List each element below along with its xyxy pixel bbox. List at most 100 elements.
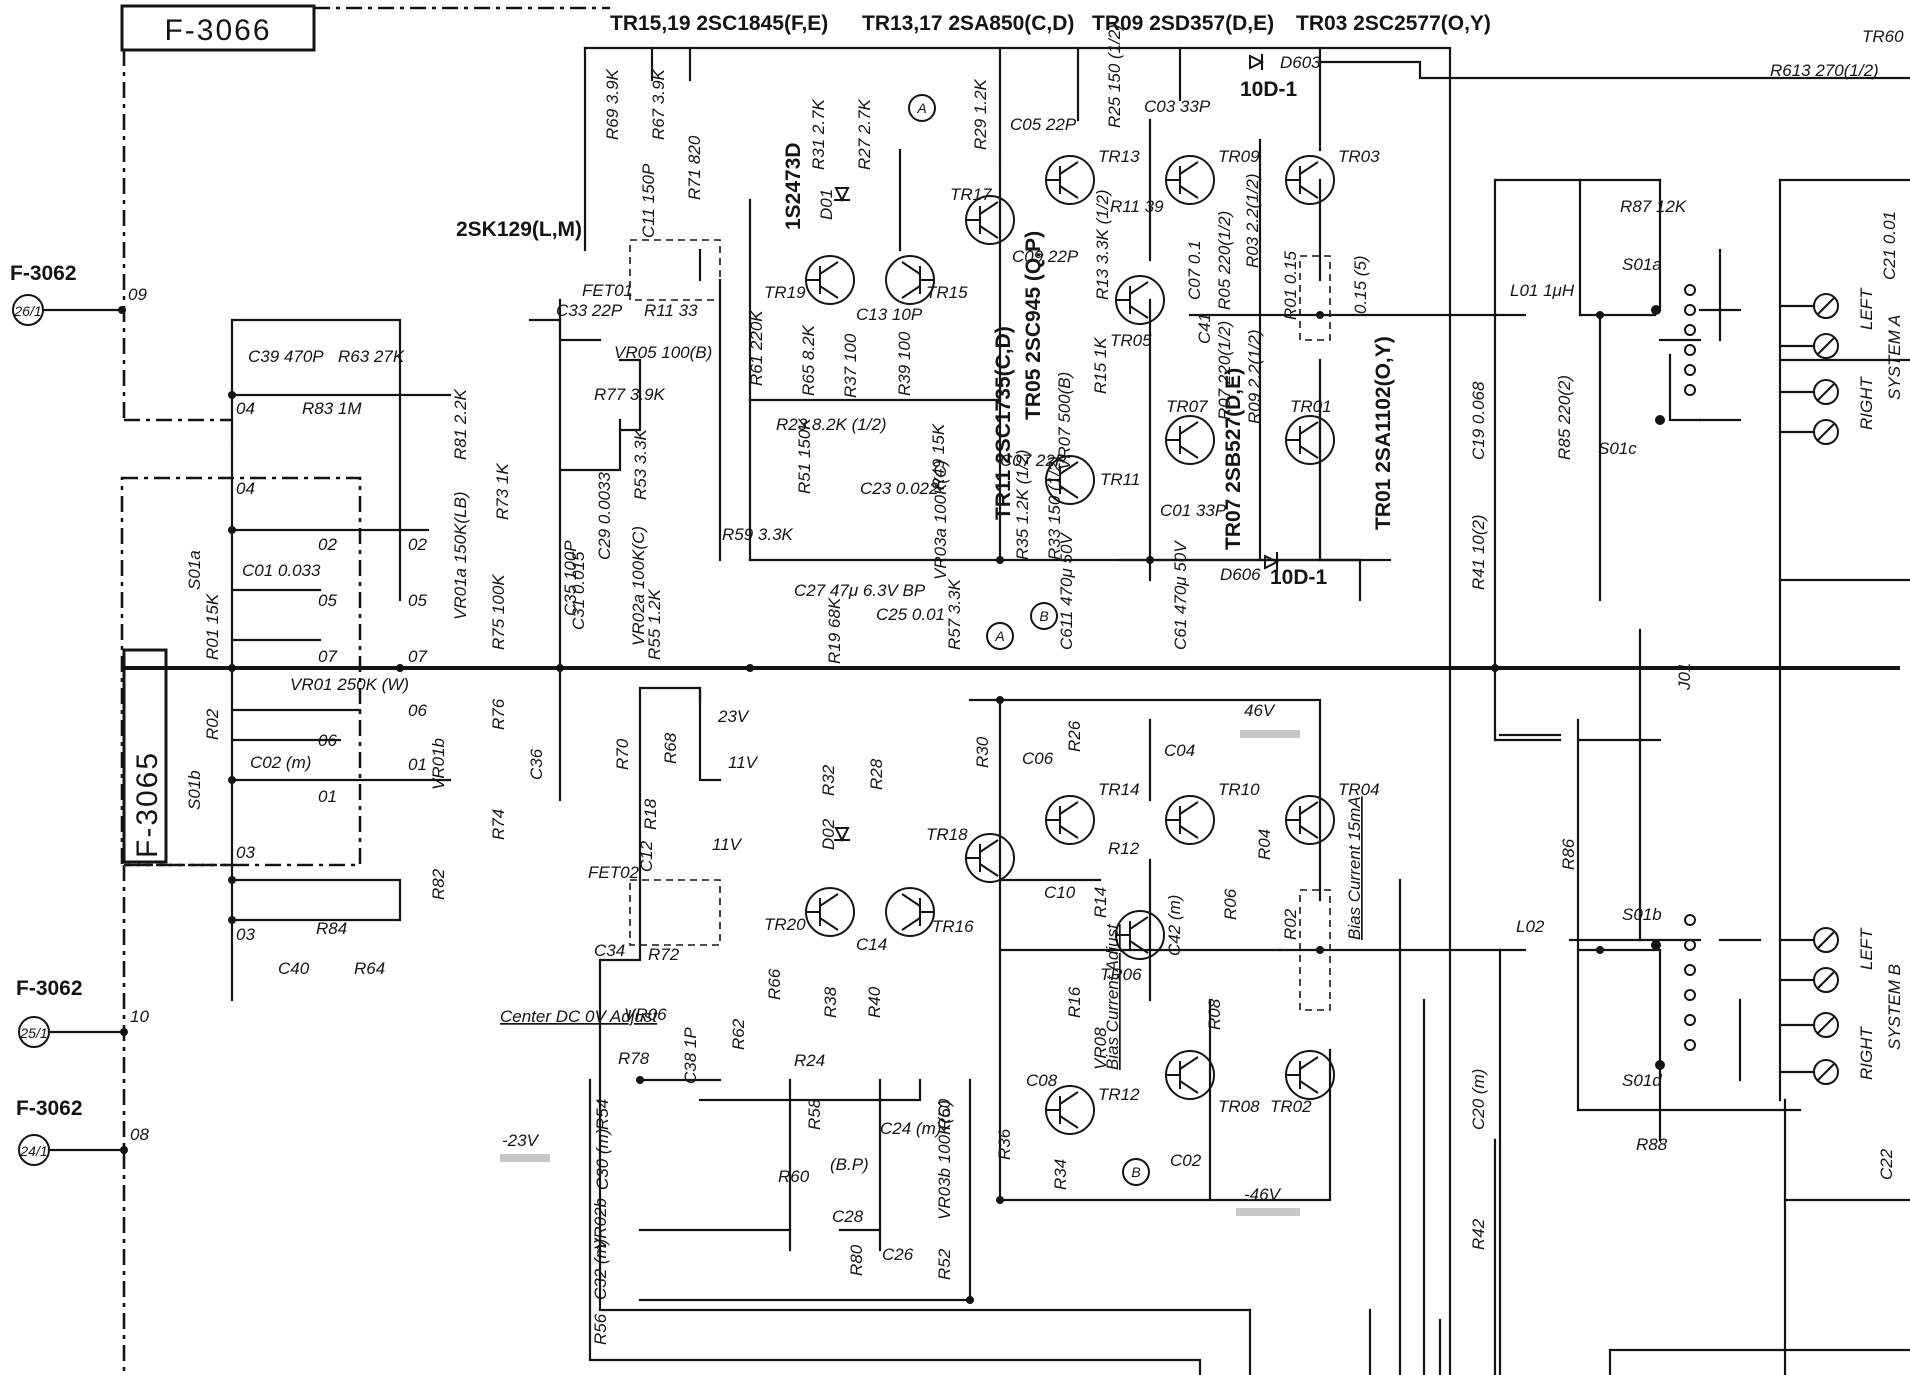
svg-text:TR11 2SC1735(C,D): TR11 2SC1735(C,D) <box>992 326 1015 520</box>
speaker-switch-right: S01a S01b S01c S01d SYSTEM A SYSTEM B LE… <box>1598 255 1904 1090</box>
svg-text:-23V: -23V <box>502 1131 540 1150</box>
svg-text:R23 8.2K (1/2): R23 8.2K (1/2) <box>776 415 887 434</box>
svg-text:R80: R80 <box>847 1244 866 1276</box>
svg-text:TR13: TR13 <box>1098 147 1140 166</box>
header-part-list: TR15,19 2SC1845(F,E) TR13,17 2SA850(C,D)… <box>610 12 1904 46</box>
svg-text:R24: R24 <box>794 1051 825 1070</box>
svg-text:A: A <box>916 100 926 116</box>
svg-text:R27 2.7K: R27 2.7K <box>855 98 874 170</box>
svg-text:R36: R36 <box>995 1128 1014 1160</box>
svg-text:RIGHT: RIGHT <box>1857 1026 1876 1081</box>
transistor-tr05 <box>1115 275 1165 325</box>
transistor-tr04 <box>1285 795 1335 845</box>
svg-text:C07 22P: C07 22P <box>1000 451 1067 470</box>
svg-text:VR01b: VR01b <box>429 738 448 790</box>
svg-text:LEFT: LEFT <box>1857 927 1876 970</box>
svg-text:R40: R40 <box>865 986 884 1018</box>
svg-text:TR16: TR16 <box>932 917 974 936</box>
svg-text:R70: R70 <box>613 738 632 770</box>
svg-text:02: 02 <box>318 535 337 554</box>
svg-text:C27 47μ 6.3V BP: C27 47μ 6.3V BP <box>794 581 926 600</box>
svg-text:S01c: S01c <box>1598 439 1637 458</box>
svg-text:R84: R84 <box>316 919 347 938</box>
svg-text:R60: R60 <box>778 1167 810 1186</box>
svg-text:D606: D606 <box>1220 565 1261 584</box>
svg-text:R58: R58 <box>805 1098 824 1130</box>
svg-text:TR13,17 2SA850(C,D): TR13,17 2SA850(C,D) <box>862 12 1074 35</box>
svg-text:R11 33: R11 33 <box>644 301 698 320</box>
svg-text:03: 03 <box>236 843 255 862</box>
svg-text:F-3062: F-3062 <box>16 977 83 1000</box>
svg-text:C39 470P: C39 470P <box>248 347 324 366</box>
transistor-tr08 <box>1165 1050 1215 1100</box>
svg-text:R12: R12 <box>1108 839 1140 858</box>
svg-text:FET01: FET01 <box>582 281 633 300</box>
svg-text:R05 220(1/2): R05 220(1/2) <box>1215 211 1234 310</box>
transistor-tr07 <box>1165 415 1215 465</box>
svg-text:46V: 46V <box>1244 701 1276 720</box>
svg-text:TR01 2SA1102(O,Y): TR01 2SA1102(O,Y) <box>1372 336 1395 530</box>
terminal-a4 <box>1813 419 1839 445</box>
svg-text:R74: R74 <box>489 809 508 840</box>
switch-block-left: S01a S01b C01 0.033 R01 15K VR01 250K (W… <box>185 399 427 944</box>
svg-text:C04: C04 <box>1164 741 1195 760</box>
svg-text:R62: R62 <box>729 1018 748 1050</box>
svg-text:C32 (m): C32 (m) <box>591 1239 610 1300</box>
svg-text:-46V: -46V <box>1244 1185 1282 1204</box>
svg-text:R61 220K: R61 220K <box>747 310 766 386</box>
svg-text:23V: 23V <box>717 707 750 726</box>
svg-text:TR05: TR05 <box>1110 331 1152 350</box>
transistor-tr20 <box>805 887 855 937</box>
terminal-b2 <box>1813 967 1839 993</box>
terminal-b3 <box>1813 1012 1839 1038</box>
transistor-tr12 <box>1045 1085 1095 1135</box>
board-label-sub: F-3065 <box>131 751 164 858</box>
svg-text:F-3062: F-3062 <box>16 1097 83 1120</box>
svg-text:C07 0.1: C07 0.1 <box>1185 240 1204 300</box>
transistor-tr13 <box>1045 155 1095 205</box>
svg-text:R78: R78 <box>618 1049 650 1068</box>
svg-text:TR07 2SB527(D,E): TR07 2SB527(D,E) <box>1222 368 1245 550</box>
svg-text:R06: R06 <box>1221 888 1240 920</box>
svg-text:R34: R34 <box>1051 1159 1070 1190</box>
svg-text:A: A <box>994 628 1004 644</box>
svg-text:TR08: TR08 <box>1218 1097 1260 1116</box>
svg-text:C02 (m): C02 (m) <box>250 753 311 772</box>
svg-text:R85 220(2): R85 220(2) <box>1555 375 1574 460</box>
svg-text:0.15 (5): 0.15 (5) <box>1351 255 1370 314</box>
svg-text:S01a: S01a <box>185 550 204 590</box>
svg-text:R39 100: R39 100 <box>895 331 914 396</box>
junction-dots <box>228 311 1604 1304</box>
transistor-tr19 <box>805 255 855 305</box>
svg-text:C10: C10 <box>1044 883 1076 902</box>
transistor-tr09 <box>1165 155 1215 205</box>
svg-text:LEFT: LEFT <box>1857 287 1876 330</box>
fet01-outline <box>629 239 721 301</box>
svg-text:05: 05 <box>408 591 427 610</box>
svg-text:TR03: TR03 <box>1338 147 1380 166</box>
annotation-bias-adjust: Bias Current Adjust <box>1103 923 1122 1070</box>
svg-text:R33 150 (1/2): R33 150 (1/2) <box>1045 456 1064 560</box>
terminal-b1 <box>1813 927 1839 953</box>
svg-text:TR12: TR12 <box>1098 1085 1140 1104</box>
board-outlines: F-3066 F-3065 <box>120 4 610 1375</box>
svg-text:C01 33P: C01 33P <box>1160 501 1227 520</box>
svg-text:J01: J01 <box>1675 663 1694 691</box>
svg-text:C20 (m): C20 (m) <box>1469 1069 1488 1130</box>
svg-text:R87 12K: R87 12K <box>1620 197 1687 216</box>
svg-text:C34: C34 <box>594 941 625 960</box>
svg-text:C28: C28 <box>832 1207 864 1226</box>
svg-text:R04: R04 <box>1255 829 1274 860</box>
svg-text:10: 10 <box>130 1007 149 1026</box>
svg-text:C35 100P: C35 100P <box>561 540 580 616</box>
svg-text:S01d: S01d <box>1622 1071 1662 1090</box>
svg-text:06: 06 <box>318 731 337 750</box>
svg-text:R81 2.2K: R81 2.2K <box>451 388 470 460</box>
svg-text:C41: C41 <box>1195 313 1214 344</box>
svg-text:SYSTEM B: SYSTEM B <box>1885 964 1904 1050</box>
svg-text:R31 2.7K: R31 2.7K <box>809 98 828 170</box>
svg-text:R56: R56 <box>591 1313 610 1345</box>
svg-text:C23 0.022: C23 0.022 <box>860 479 939 498</box>
svg-text:C11 150P: C11 150P <box>639 163 658 238</box>
